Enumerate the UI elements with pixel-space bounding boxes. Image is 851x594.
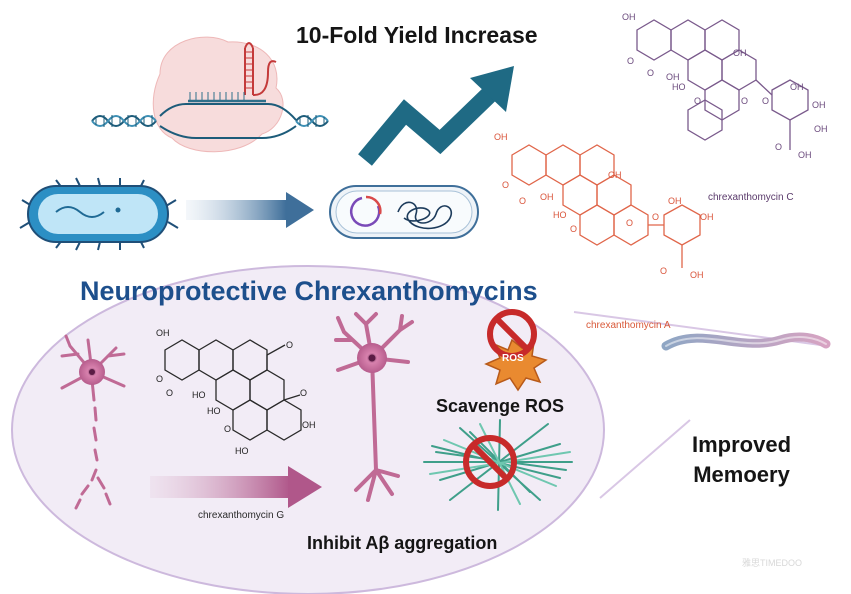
arrow-head <box>286 192 314 228</box>
atom-o: O <box>652 212 660 222</box>
atom-oh: OH <box>302 420 316 430</box>
dna-icon <box>91 115 329 127</box>
atom-o: O <box>570 224 578 234</box>
yield-arrow-head <box>470 66 514 112</box>
atom-oh: OH <box>814 124 828 134</box>
structure-chrexanthomycin-a <box>511 144 701 268</box>
bacterium-icon <box>19 177 179 251</box>
memory-line-1: Improved <box>692 432 792 457</box>
yield-heading: 10-Fold Yield Increase <box>296 22 538 48</box>
neuron-healthy-icon <box>334 312 414 502</box>
improved-memory-label: Improved Memoery <box>692 430 791 490</box>
neuroprotective-heading: Neuroprotective Chrexanthomycins <box>80 276 538 306</box>
scavenge-ros-label: Scavenge ROS <box>436 396 565 416</box>
compound-c-label: chrexanthomycin C <box>708 192 794 203</box>
atom-oh: OH <box>690 270 704 280</box>
neuron-nucleus <box>89 369 95 375</box>
atom-oh: OH <box>733 48 747 58</box>
atom-oh: OH <box>700 212 714 222</box>
atom-oh: OH <box>494 132 508 142</box>
crispr-rna-icon <box>152 36 297 153</box>
atom-o: O <box>627 56 635 66</box>
atom-oh: OH <box>668 196 682 206</box>
atom-o: O <box>286 340 294 350</box>
atom-o: O <box>502 180 510 190</box>
no-sign-icon-fibril <box>463 435 517 489</box>
atom-o: O <box>741 96 749 106</box>
arrow-shaft <box>186 200 286 220</box>
pink-arrow-shaft <box>150 476 290 498</box>
structure-chrexanthomycin-c <box>636 19 809 150</box>
watermark: 雅思TIMEDOO <box>742 558 802 568</box>
atom-oh: OH <box>156 328 170 338</box>
atom-o: O <box>762 96 770 106</box>
atom-o: O <box>224 424 232 434</box>
atom-oh: OH <box>608 170 622 180</box>
atom-oh: OH <box>790 82 804 92</box>
atom-o: O <box>660 266 668 276</box>
plasmid-icon <box>329 185 479 239</box>
atom-ho: HO <box>192 390 206 400</box>
atom-ho: HO <box>207 406 221 416</box>
atom-o: O <box>156 374 164 384</box>
atom-o: O <box>626 218 634 228</box>
atom-o: O <box>694 96 702 106</box>
compound-g-label: chrexanthomycin G <box>198 510 285 521</box>
neuron-damaged-icon <box>60 334 126 510</box>
atom-oh: OH <box>622 12 636 22</box>
atom-o: O <box>647 68 655 78</box>
inhibit-aggregation-label: Inhibit Aβ aggregation <box>307 533 498 553</box>
memory-line-2: Memoery <box>693 462 790 487</box>
neuroprotection-ellipse <box>11 265 605 594</box>
atom-oh: OH <box>812 100 826 110</box>
neuron-healthy-nucleus <box>368 354 376 362</box>
pink-arrow-head <box>288 466 322 508</box>
no-sign-icon <box>487 309 537 359</box>
atom-oh: OH <box>798 150 812 160</box>
structure-chrexanthomycin-g-front <box>164 339 302 441</box>
atom-oh: OH <box>540 192 554 202</box>
atom-ho: HO <box>672 82 686 92</box>
atom-o: O <box>166 388 174 398</box>
compound-a-label: chrexanthomycin A <box>586 320 671 331</box>
atom-o: O <box>519 196 527 206</box>
worm-icon <box>661 332 831 351</box>
atom-o: O <box>300 388 308 398</box>
atom-ho: HO <box>553 210 567 220</box>
atom-o: O <box>775 142 783 152</box>
atom-ho: HO <box>235 446 249 456</box>
yield-arrow <box>358 79 505 166</box>
atom-oh: OH <box>666 72 680 82</box>
ros-badge-label: ROS <box>502 353 524 364</box>
